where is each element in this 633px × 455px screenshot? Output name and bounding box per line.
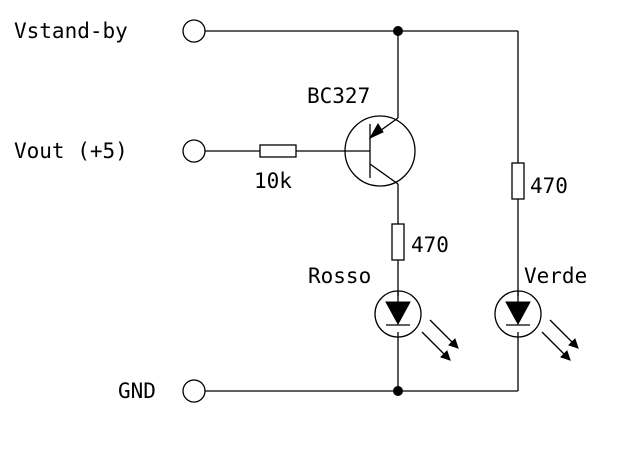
led-red-ray-1-head — [448, 338, 459, 349]
transistor-body — [344, 115, 416, 187]
led-green-symbol — [494, 290, 579, 361]
label-vout: Vout (+5) — [14, 139, 128, 163]
junction-top — [393, 26, 403, 36]
junction-bottom — [393, 386, 403, 396]
terminal-gnd — [182, 379, 206, 403]
led-green-ray-2-head — [560, 350, 571, 361]
label-led-green: Verde — [524, 264, 587, 288]
terminal-standby — [182, 19, 206, 43]
led-red-symbol — [374, 290, 459, 361]
led-red-ray-2-head — [440, 350, 451, 361]
resistor-red — [391, 223, 405, 261]
label-gnd: GND — [118, 379, 156, 403]
label-transistor: BC327 — [307, 84, 370, 108]
resistor-base — [259, 144, 297, 158]
resistor-green — [511, 162, 525, 200]
label-led-red: Rosso — [308, 264, 371, 288]
transistor-symbol — [344, 115, 416, 187]
transistor-emitter-arrow — [368, 123, 384, 140]
terminal-vout — [182, 139, 206, 163]
label-resistor-green: 470 — [530, 174, 568, 198]
led-green-ray-1-head — [568, 338, 579, 349]
transistor-collector-leg — [369, 163, 399, 185]
led-red-triangle — [385, 301, 411, 326]
label-vstandby: Vstand-by — [14, 19, 128, 43]
label-base-resistor: 10k — [254, 169, 292, 193]
label-resistor-red: 470 — [411, 233, 449, 257]
led-green-triangle — [505, 301, 531, 326]
wires — [205, 30, 519, 392]
